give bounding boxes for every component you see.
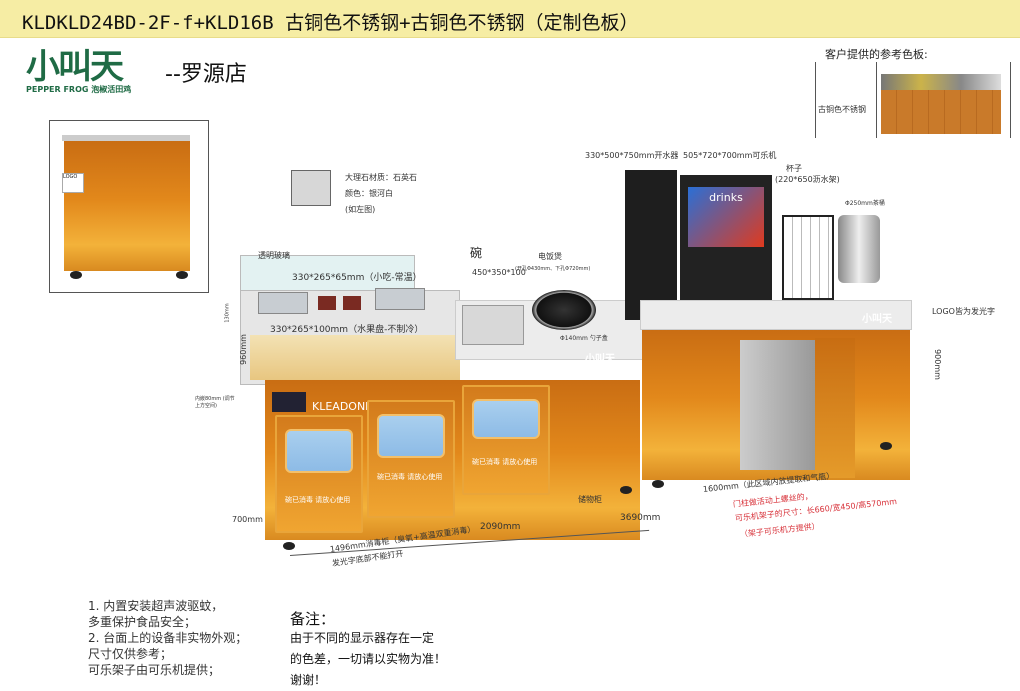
wheel xyxy=(620,486,632,494)
glass-label: 透明玻璃 xyxy=(258,251,290,260)
side-view-inset: LOGO xyxy=(49,120,209,293)
tea-bucket xyxy=(838,215,880,283)
cola-machine: drinks xyxy=(680,175,772,320)
door-text: 碗已消毒 请放心使用 xyxy=(472,458,538,466)
reference-title: 客户提供的参考色板: xyxy=(825,48,928,61)
water-boiler-label: 330*500*750mm开水器 xyxy=(585,151,679,160)
note-line: 1. 内置安装超声波驱蚊， xyxy=(88,599,224,613)
rice-cooker-size: (开孔Φ430mm、下孔Φ720mm) xyxy=(515,266,591,272)
tea-bucket-label: Φ250mm茶桶 xyxy=(845,200,885,207)
storage-label: 储物柜 xyxy=(578,495,602,504)
fruit-pans xyxy=(250,335,460,380)
snack-pan xyxy=(375,288,425,310)
brand-logo: 小叫天 PEPPER FROG 泡椒活田鸡 xyxy=(26,50,146,94)
logo-cn: 泡椒活田鸡 xyxy=(91,85,132,94)
brand-panel: KLEADONE xyxy=(312,400,373,413)
height-700: 700mm xyxy=(232,515,263,524)
title-banner: KLDKLD24BD-2F-f+KLD16B 古铜色不锈钢+古铜色不锈钢（定制色… xyxy=(0,0,1020,38)
control-screen xyxy=(272,392,306,412)
marble-material: 大理石材质：石英石 xyxy=(345,173,417,182)
store-name: --罗源店 xyxy=(165,62,247,87)
reference-photo-cabinet xyxy=(881,90,1001,134)
remarks: 由于不同的显示器存在一定 的色差，一切请以实物为准！ 谢谢！ xyxy=(290,628,446,691)
reference-photo-top xyxy=(881,74,1001,90)
marble-color: 颜色：银河白 xyxy=(345,189,393,198)
bowl-label: 碗 xyxy=(470,246,483,260)
right-countertop xyxy=(640,300,912,330)
note-line: 尺寸仅供参考； xyxy=(88,647,173,661)
inset-logo-tag: LOGO xyxy=(62,173,84,193)
note-line: 多重保护食品安全； xyxy=(88,615,197,629)
door-text: 碗已消毒 请放心使用 xyxy=(377,473,443,481)
marble-note: (如左图) xyxy=(345,205,376,214)
snack-pan xyxy=(258,292,308,314)
small-note: 内嵌80mm (调节上方空间) xyxy=(195,396,235,409)
note-line: 可乐架子由可乐机提供； xyxy=(88,663,221,677)
width-2090: 2090mm xyxy=(480,522,521,532)
spoon-box-label: Φ140mm 勺子盒 xyxy=(560,335,608,342)
wheel xyxy=(176,271,188,279)
cabinet-door[interactable]: 碗已消毒 请放心使用 xyxy=(275,415,363,533)
cups-rack-label: (220*650沥水架) xyxy=(775,175,840,184)
cola-screen: drinks xyxy=(688,187,764,247)
height-960: 960mm xyxy=(238,334,248,365)
logo-en: PEPPER FROG xyxy=(26,85,89,94)
logo-mark: 小叫天 xyxy=(26,47,124,87)
note-line: 2. 台面上的设备非实物外观； xyxy=(88,631,248,645)
reference-label: 古铜色不锈钢 xyxy=(818,105,866,114)
remark-line: 由于不同的显示器存在一定 xyxy=(290,631,435,645)
fruit-pan-label: 330*265*100mm（水果盘-不制冷） xyxy=(270,325,424,335)
cups-label: 杯子 xyxy=(786,164,802,173)
sauce-tray xyxy=(318,296,336,310)
cola-storage-open xyxy=(740,340,815,470)
notes-left: 1. 内置安装超声波驱蚊， 多重保护食品安全； 2. 台面上的设备非实物外观； … xyxy=(88,598,247,678)
remark-line: 谢谢！ xyxy=(290,673,327,687)
cabinet-door[interactable]: 碗已消毒 请放心使用 xyxy=(462,385,550,495)
rice-cooker-label: 电饭煲 xyxy=(538,252,562,261)
rice-cooker xyxy=(532,290,596,330)
bowl-rack xyxy=(462,305,524,345)
open-door[interactable] xyxy=(815,338,855,478)
snack-pan-label: 330*265*65mm（小吃-常温） xyxy=(292,273,422,283)
width-3690: 3690mm xyxy=(620,513,661,523)
cabinet-door[interactable]: 碗已消毒 请放心使用 xyxy=(367,400,455,518)
reference-palette: 古铜色不锈钢 xyxy=(815,62,1011,138)
cup-rack xyxy=(782,215,834,300)
red-note-3: （架子可乐机方提供） xyxy=(739,521,821,539)
wheel xyxy=(652,480,664,488)
inset-cabinet xyxy=(64,141,190,271)
water-boiler xyxy=(625,170,677,320)
height-130: 130mm xyxy=(224,303,231,323)
sauce-tray xyxy=(343,296,361,310)
door-text: 碗已消毒 请放心使用 xyxy=(285,496,351,504)
cola-machine-label: 505*720*700mm可乐机 xyxy=(683,151,777,160)
bowl-size: 450*350*100 xyxy=(472,268,526,277)
inset-countertop xyxy=(62,135,190,141)
wheel xyxy=(880,442,892,450)
wheel xyxy=(70,271,82,279)
remarks-title: 备注： xyxy=(290,610,336,628)
marble-swatch xyxy=(291,170,331,206)
height-900: 900mm xyxy=(932,349,942,380)
wheel xyxy=(283,542,295,550)
logo-note: LOGO皆为发光字 xyxy=(932,307,995,316)
page-title: KLDKLD24BD-2F-f+KLD16B 古铜色不锈钢+古铜色不锈钢（定制色… xyxy=(22,12,639,34)
right-front-logo: 小叫天 xyxy=(862,314,892,325)
front-logo: 小叫天 xyxy=(585,354,615,365)
remark-line: 的色差，一切请以实物为准！ xyxy=(290,652,447,666)
